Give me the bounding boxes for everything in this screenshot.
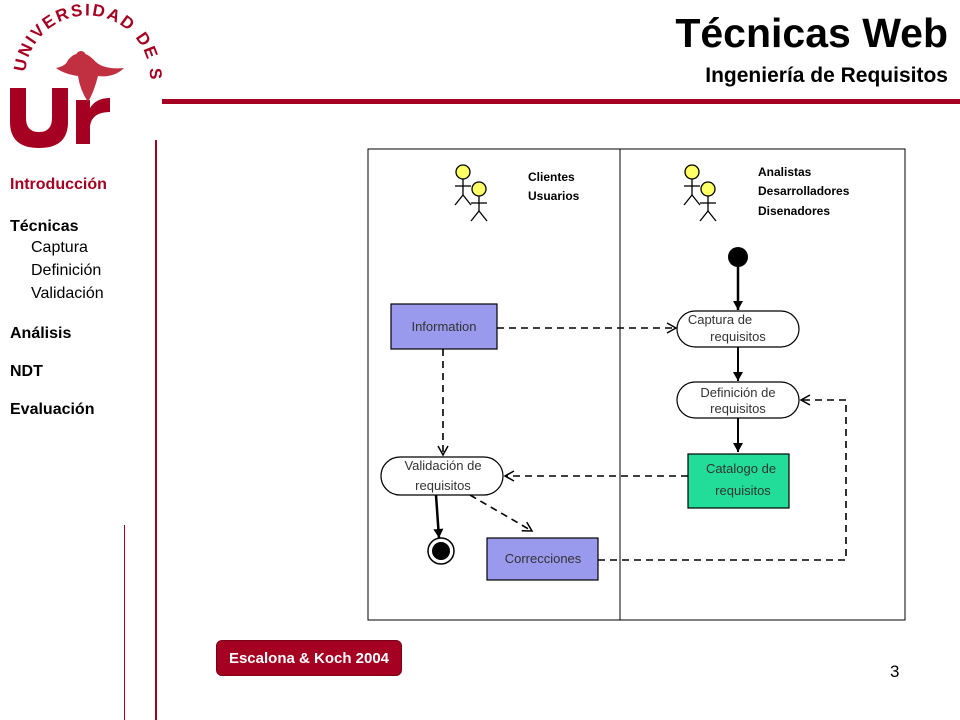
flow-validacion-to-correcciones bbox=[469, 494, 534, 532]
nav-item-introduccion[interactable]: Introducción bbox=[10, 176, 107, 193]
captura-label-line1: Captura de bbox=[688, 312, 752, 327]
lane-label-disenadores: Disenadores bbox=[758, 204, 830, 218]
end-node bbox=[432, 542, 450, 560]
definicion-label-line2: requisitos bbox=[710, 401, 766, 416]
validacion-activity bbox=[380, 456, 504, 496]
information-object bbox=[390, 303, 498, 350]
page-title: Técnicas Web bbox=[675, 10, 948, 56]
catalogo-label-line2: requisitos bbox=[715, 483, 771, 498]
swimlane-frame bbox=[367, 148, 906, 621]
nav-item-ndt[interactable]: NDT bbox=[10, 363, 43, 380]
validacion-label-line2: requisitos bbox=[415, 478, 471, 493]
validacion-label-line1: Validación de bbox=[404, 458, 481, 473]
sidebar-nav: Introducción Técnicas Captura Definición… bbox=[10, 176, 150, 419]
start-node bbox=[728, 247, 748, 267]
nav-subitem-validacion[interactable]: Validación bbox=[31, 285, 104, 302]
lane-label-usuarios: Usuarios bbox=[528, 189, 580, 203]
citation-badge: Escalona & Koch 2004 bbox=[216, 640, 402, 676]
captura-label-line2: requisitos bbox=[710, 329, 766, 344]
correcciones-object bbox=[486, 537, 599, 581]
information-label: Information bbox=[411, 319, 476, 334]
left-rule-top bbox=[155, 140, 157, 720]
correcciones-label: Correcciones bbox=[505, 551, 582, 566]
nav-subitem-captura[interactable]: Captura bbox=[31, 239, 88, 256]
lane-label-analistas: Analistas bbox=[758, 165, 812, 179]
catalogo-object bbox=[687, 453, 790, 509]
actor-icon-clientes bbox=[454, 164, 488, 222]
catalogo-label-line1: Catalogo de bbox=[706, 461, 776, 476]
flow-correcciones-to-definicion bbox=[598, 394, 847, 561]
definicion-label-line1: Definición de bbox=[700, 385, 775, 400]
nav-item-tecnicas[interactable]: Técnicas bbox=[10, 218, 79, 235]
flow-validacion-to-end bbox=[433, 494, 444, 539]
header-divider bbox=[162, 99, 960, 104]
nav-item-evaluacion[interactable]: Evaluación bbox=[10, 401, 95, 418]
lane-label-desarrolladores: Desarrolladores bbox=[758, 184, 850, 198]
actor-icon-analistas bbox=[683, 164, 717, 222]
nav-subitem-definicion[interactable]: Definición bbox=[31, 262, 102, 279]
lane-label-clientes: Clientes bbox=[528, 170, 575, 184]
page-subtitle: Ingeniería de Requisitos bbox=[705, 64, 948, 87]
left-rule-bottom bbox=[124, 525, 125, 720]
page-number: 3 bbox=[890, 662, 900, 681]
nav-item-analisis[interactable]: Análisis bbox=[10, 325, 72, 342]
university-logo: UNIVERSIDAD DE SEVILLA bbox=[0, 0, 163, 148]
